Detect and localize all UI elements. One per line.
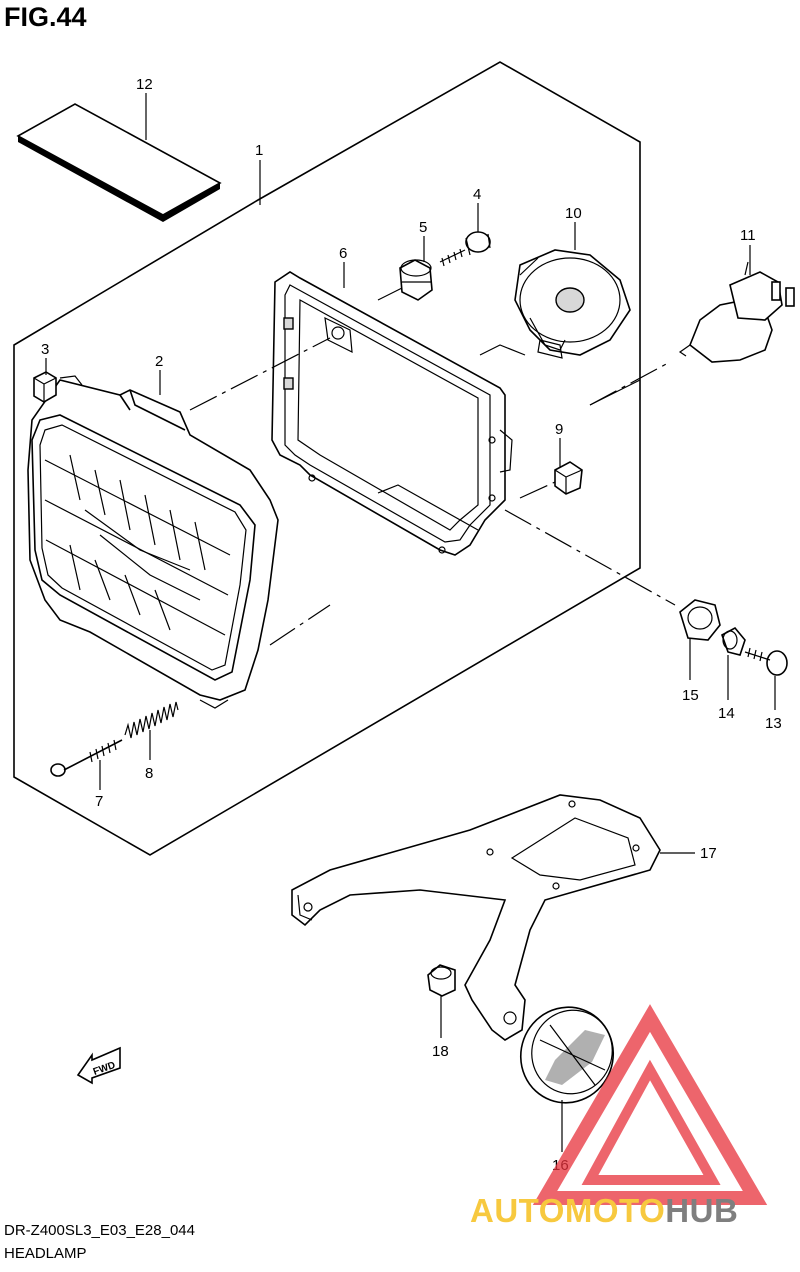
watermark-logo: AUTOMOTOHUB bbox=[470, 1004, 768, 1229]
callout-17: 17 bbox=[700, 845, 717, 862]
part-long-screw-7 bbox=[50, 739, 123, 777]
part-spring-8 bbox=[124, 701, 179, 739]
part-collar-14 bbox=[721, 626, 746, 656]
callout-labels: 12 1 4 10 5 11 6 3 2 9 15 14 13 8 7 17 1… bbox=[41, 76, 782, 1174]
model-code: DR-Z400SL3_E03_E28_044 bbox=[4, 1222, 195, 1239]
callout-6: 6 bbox=[339, 245, 347, 262]
part-headlamp-unit bbox=[27, 375, 279, 709]
figure-title: FIG.44 bbox=[4, 2, 87, 32]
part-label-sticker bbox=[16, 103, 222, 222]
part-nut-3 bbox=[33, 371, 57, 403]
assembly-boundary bbox=[13, 61, 641, 856]
callout-13: 13 bbox=[765, 715, 782, 732]
callout-11: 11 bbox=[740, 227, 756, 244]
part-clip-nut-9 bbox=[554, 461, 583, 495]
fwd-direction-arrow: FWD bbox=[76, 1046, 121, 1085]
part-bolt-13 bbox=[744, 647, 788, 676]
watermark-triangle-icon bbox=[532, 1004, 768, 1205]
callout-10: 10 bbox=[565, 205, 582, 222]
leader-lines bbox=[45, 93, 776, 1152]
part-socket-cover bbox=[514, 249, 631, 359]
watermark-text-2: HUB bbox=[665, 1192, 738, 1229]
callout-18: 18 bbox=[432, 1043, 449, 1060]
callout-14: 14 bbox=[718, 705, 735, 722]
callout-12: 12 bbox=[136, 76, 153, 93]
watermark-text-1: AUTOMOTO bbox=[470, 1192, 665, 1229]
callout-2: 2 bbox=[155, 353, 163, 370]
svg-text:AUTOMOTOHUB: AUTOMOTOHUB bbox=[470, 1192, 738, 1229]
part-grommet-5 bbox=[399, 259, 433, 301]
callout-3: 3 bbox=[41, 341, 49, 358]
part-bracket-17 bbox=[291, 794, 661, 1041]
part-nut-18 bbox=[427, 964, 456, 997]
part-screw-4 bbox=[439, 231, 491, 267]
callout-15: 15 bbox=[682, 687, 699, 704]
watermark-triangle-inner-icon bbox=[581, 1059, 721, 1185]
callout-1: 1 bbox=[255, 142, 263, 159]
part-reflector-16 bbox=[519, 1006, 615, 1104]
callout-9: 9 bbox=[555, 421, 563, 438]
section-name: HEADLAMP bbox=[4, 1245, 87, 1262]
callout-4: 4 bbox=[473, 186, 481, 203]
part-bulb bbox=[678, 261, 795, 363]
callout-5: 5 bbox=[419, 219, 427, 236]
callout-7: 7 bbox=[95, 793, 103, 810]
part-housing-frame bbox=[271, 271, 513, 556]
part-grommet-15 bbox=[679, 599, 721, 641]
callout-8: 8 bbox=[145, 765, 153, 782]
